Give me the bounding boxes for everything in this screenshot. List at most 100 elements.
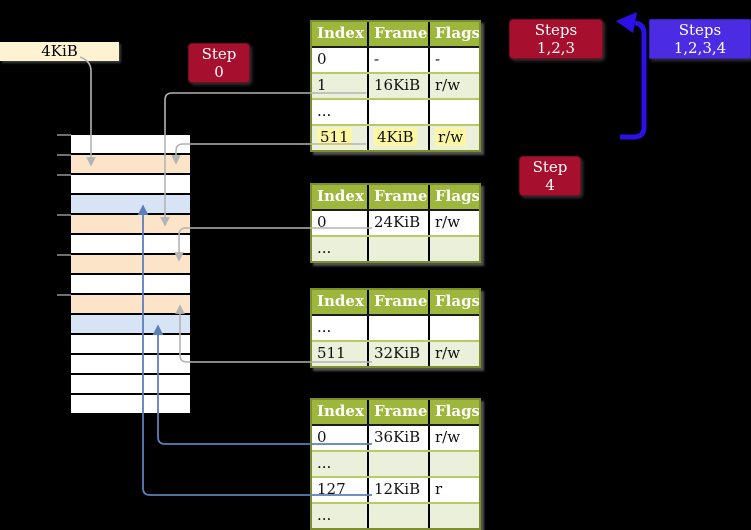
table-cell: r/w: [435, 344, 461, 362]
step-4-badge: Step 4: [519, 156, 581, 196]
table-cell: -: [369, 48, 430, 72]
table-row: ...: [312, 235, 479, 261]
memory-frame-row: [71, 235, 190, 255]
page-size-label: 4KiB: [0, 42, 119, 61]
memory-frame-row: [71, 215, 190, 235]
table-cell: 24KiB: [369, 211, 430, 235]
table-cell: 0: [312, 426, 369, 450]
column-header: Index: [312, 22, 369, 46]
column-header: Flags: [435, 402, 479, 420]
table-cell: ...: [312, 452, 369, 476]
memory-frame-row: [71, 155, 190, 175]
table-cell: r/w: [430, 126, 479, 150]
table-cell: r/w: [435, 76, 461, 94]
table-cell: 36KiB: [369, 426, 430, 450]
bold-loop-arrow-shaft: [620, 20, 647, 140]
memory-frame-row: [71, 195, 190, 215]
column-header: Index: [312, 185, 369, 209]
highlighted-value: 4KiB: [374, 128, 417, 146]
table-cell: 1: [312, 74, 369, 98]
table-row: 0--: [312, 48, 479, 72]
memory-frame-row: [71, 255, 190, 275]
table-cell: [430, 504, 479, 528]
table-cell: [430, 237, 479, 261]
bold-loop-arrowhead-icon: [616, 12, 637, 33]
table-row: ...: [312, 450, 479, 476]
table-cell: [369, 316, 430, 340]
column-header: Flags: [435, 187, 479, 205]
tick-mark: [57, 174, 71, 176]
tick-mark: [57, 134, 71, 136]
table-cell: 127: [312, 478, 369, 502]
table-row: ...: [312, 316, 479, 340]
step-0-badge: Step 0: [188, 43, 250, 83]
column-header: Frame: [369, 400, 430, 424]
table-cell: [430, 100, 479, 124]
highlighted-value: 511: [317, 128, 352, 146]
table-cell: [369, 237, 430, 261]
table-cell: [430, 452, 479, 476]
table-cell: ...: [312, 504, 369, 528]
table-row: 511 4KiB r/w: [312, 124, 479, 150]
column-header: Frame: [369, 290, 430, 314]
table-cell: ...: [312, 316, 369, 340]
steps-1234-badge: Steps 1,2,3,4: [649, 19, 751, 59]
table-cell: 12KiB: [369, 478, 430, 502]
column-header: Flags: [435, 292, 479, 310]
memory-frame-row: [71, 275, 190, 295]
memory-frame-row: [71, 295, 190, 315]
memory-frame-row: [71, 175, 190, 195]
column-header: Flags: [435, 24, 479, 42]
column-header: Frame: [369, 185, 430, 209]
memory-frame-row: [71, 395, 190, 413]
table-cell: r: [435, 480, 443, 498]
memory-frame-row: [71, 335, 190, 355]
table-row: ...: [312, 98, 479, 124]
table-cell: r/w: [435, 428, 461, 446]
table-cell: [369, 504, 430, 528]
tick-mark: [57, 294, 71, 296]
column-header: Index: [312, 400, 369, 424]
table-cell: ...: [312, 100, 369, 124]
table-row: ...: [312, 502, 479, 528]
steps-123-badge: Steps 1,2,3: [509, 19, 603, 59]
table-cell: ...: [312, 237, 369, 261]
table-cell: [369, 100, 430, 124]
tick-mark: [57, 254, 71, 256]
table-cell: 0: [312, 211, 369, 235]
memory-frame-row: [71, 135, 190, 155]
table-cell: 16KiB: [369, 74, 430, 98]
memory-column: [71, 135, 190, 413]
bold-loop-arrow: [616, 12, 647, 140]
tick-mark: [57, 154, 71, 156]
highlighted-value: r/w: [435, 128, 467, 146]
column-header: Frame: [369, 22, 430, 46]
table-cell: 4KiB: [369, 126, 430, 150]
table-cell: 0: [312, 48, 369, 72]
table-cell: [430, 316, 479, 340]
column-header: Index: [312, 290, 369, 314]
tick-mark: [57, 214, 71, 216]
memory-frame-row: [71, 355, 190, 375]
memory-frame-row: [71, 375, 190, 395]
table-cell: 511: [312, 126, 369, 150]
table-cell: 511: [312, 342, 369, 366]
memory-frame-row: [71, 315, 190, 335]
table-cell: 32KiB: [369, 342, 430, 366]
table-cell: [369, 452, 430, 476]
table-cell: -: [435, 50, 441, 68]
